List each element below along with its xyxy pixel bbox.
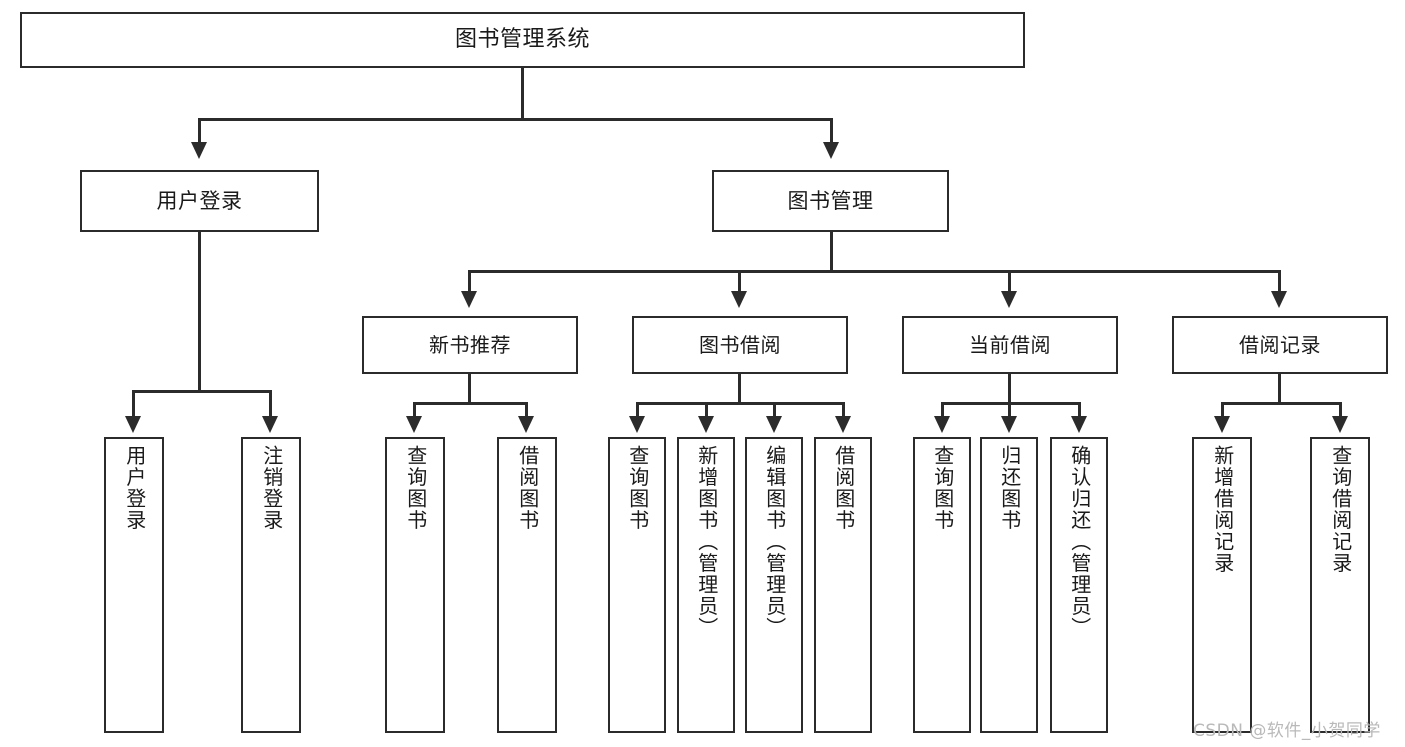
- arrowhead-bookmgmt-to-lvl2-1: [461, 291, 477, 308]
- connector-recommend-stem: [468, 374, 471, 404]
- connector-bookmgmt-to-lvl2-3: [1008, 270, 1011, 294]
- connector-root-bar: [198, 118, 833, 121]
- node-label: 查询图书: [930, 445, 955, 531]
- connector-current-to-leaf-2: [1008, 402, 1011, 420]
- arrowhead-login-to-leaf-2: [262, 416, 278, 433]
- connector-bookmgmt-stem: [830, 232, 833, 272]
- connector-recommend-to-leaf-2: [525, 402, 528, 420]
- connector-record-stem: [1278, 374, 1281, 404]
- arrowhead-record-to-leaf-2: [1332, 416, 1348, 433]
- leaf-borrow-query-book[interactable]: 查询图书: [608, 437, 666, 733]
- connector-root-to-login: [198, 118, 201, 146]
- connector-current-bar: [941, 402, 1081, 405]
- node-label: 借阅图书: [515, 445, 540, 531]
- node-label: 用户登录: [156, 188, 243, 213]
- connector-login-stem: [198, 232, 201, 392]
- leaf-recommend-borrow-book[interactable]: 借阅图书: [497, 437, 557, 733]
- node-label: 归还图书: [997, 445, 1022, 531]
- node-label: 查询图书: [625, 445, 650, 531]
- leaf-borrow-edit-book[interactable]: 编辑图书（管理员）: [745, 437, 803, 733]
- node-label: 查询图书: [403, 445, 428, 531]
- node-book-management[interactable]: 图书管理: [712, 170, 949, 232]
- connector-borrow-to-leaf-3: [773, 402, 776, 420]
- arrowhead-current-to-leaf-3: [1071, 416, 1087, 433]
- arrowhead-bookmgmt-to-lvl2-3: [1001, 291, 1017, 308]
- leaf-user-logout[interactable]: 注销登录: [241, 437, 301, 733]
- leaf-borrow-borrow-book[interactable]: 借阅图书: [814, 437, 872, 733]
- node-label: 查询借阅记录: [1328, 445, 1353, 574]
- connector-recommend-bar: [413, 402, 528, 405]
- connector-borrow-to-leaf-2: [705, 402, 708, 420]
- leaf-recommend-query-book[interactable]: 查询图书: [385, 437, 445, 733]
- connector-borrow-to-leaf-4: [842, 402, 845, 420]
- connector-root-stem: [521, 68, 524, 120]
- connector-login-to-leaf-1: [132, 390, 135, 420]
- node-label: 注销登录: [259, 445, 284, 531]
- arrowhead-borrow-to-leaf-1: [629, 416, 645, 433]
- node-new-book-recommend[interactable]: 新书推荐: [362, 316, 578, 374]
- connector-root-to-bookmgmt: [830, 118, 833, 146]
- arrowhead-current-to-leaf-2: [1001, 416, 1017, 433]
- node-current-borrow[interactable]: 当前借阅: [902, 316, 1118, 374]
- arrowhead-current-to-leaf-1: [934, 416, 950, 433]
- connector-bookmgmt-bar: [468, 270, 1280, 273]
- node-borrow-record[interactable]: 借阅记录: [1172, 316, 1388, 374]
- connector-current-to-leaf-3: [1078, 402, 1081, 420]
- arrowhead-record-to-leaf-1: [1214, 416, 1230, 433]
- connector-record-to-leaf-1: [1221, 402, 1224, 420]
- node-label: 借阅图书: [831, 445, 856, 531]
- node-user-login[interactable]: 用户登录: [80, 170, 319, 232]
- arrowhead-bookmgmt-to-lvl2-4: [1271, 291, 1287, 308]
- node-label: 图书管理系统: [454, 27, 590, 53]
- node-label: 新书推荐: [429, 332, 511, 357]
- connector-current-to-leaf-1: [941, 402, 944, 420]
- connector-record-to-leaf-2: [1339, 402, 1342, 420]
- node-label: 新增借阅记录: [1210, 445, 1235, 574]
- node-label: 图书借阅: [699, 332, 781, 357]
- arrowhead-login-to-leaf-1: [125, 416, 141, 433]
- node-label: 确认归还（管理员）: [1067, 445, 1092, 639]
- arrowhead-root-to-login: [191, 142, 207, 159]
- arrowhead-borrow-to-leaf-2: [698, 416, 714, 433]
- node-label: 当前借阅: [969, 332, 1051, 357]
- connector-borrow-to-leaf-1: [636, 402, 639, 420]
- connector-login-to-leaf-2: [269, 390, 272, 420]
- arrowhead-root-to-bookmgmt: [823, 142, 839, 159]
- node-label: 新增图书（管理员）: [694, 445, 719, 639]
- leaf-current-return-book[interactable]: 归还图书: [980, 437, 1038, 733]
- node-label: 借阅记录: [1239, 332, 1321, 357]
- connector-recommend-to-leaf-1: [413, 402, 416, 420]
- connector-borrow-stem: [738, 374, 741, 404]
- leaf-current-confirm-return[interactable]: 确认归还（管理员）: [1050, 437, 1108, 733]
- connector-bookmgmt-to-lvl2-2: [738, 270, 741, 294]
- leaf-current-query-book[interactable]: 查询图书: [913, 437, 971, 733]
- arrowhead-borrow-to-leaf-3: [766, 416, 782, 433]
- node-label: 用户登录: [122, 445, 147, 531]
- arrowhead-recommend-to-leaf-2: [518, 416, 534, 433]
- arrowhead-bookmgmt-to-lvl2-2: [731, 291, 747, 308]
- node-label: 图书管理: [787, 188, 874, 213]
- arrowhead-borrow-to-leaf-4: [835, 416, 851, 433]
- connector-current-stem: [1008, 374, 1011, 404]
- leaf-borrow-add-book[interactable]: 新增图书（管理员）: [677, 437, 735, 733]
- connector-bookmgmt-to-lvl2-4: [1278, 270, 1281, 294]
- leaf-record-query-record[interactable]: 查询借阅记录: [1310, 437, 1370, 733]
- node-label: 编辑图书（管理员）: [762, 445, 787, 639]
- connector-bookmgmt-to-lvl2-1: [468, 270, 471, 294]
- connector-login-bar: [132, 390, 269, 393]
- node-root-system[interactable]: 图书管理系统: [20, 12, 1025, 68]
- leaf-record-add-record[interactable]: 新增借阅记录: [1192, 437, 1252, 733]
- node-book-borrow[interactable]: 图书借阅: [632, 316, 848, 374]
- leaf-user-login[interactable]: 用户登录: [104, 437, 164, 733]
- connector-borrow-bar: [636, 402, 844, 405]
- arrowhead-recommend-to-leaf-1: [406, 416, 422, 433]
- connector-record-bar: [1221, 402, 1341, 405]
